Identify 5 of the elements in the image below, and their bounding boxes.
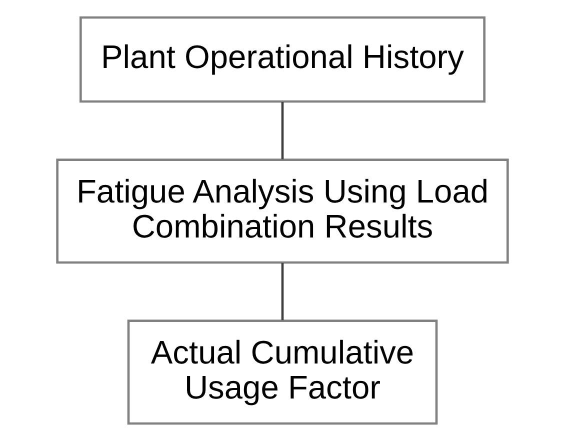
node-box: Fatigue Analysis Using Load Combination Results [56, 158, 509, 264]
node-box: Plant Operational History [80, 16, 486, 103]
node-box: Actual Cumulative Usage Factor [127, 320, 438, 425]
connector [281, 102, 284, 160]
connector [281, 262, 284, 320]
